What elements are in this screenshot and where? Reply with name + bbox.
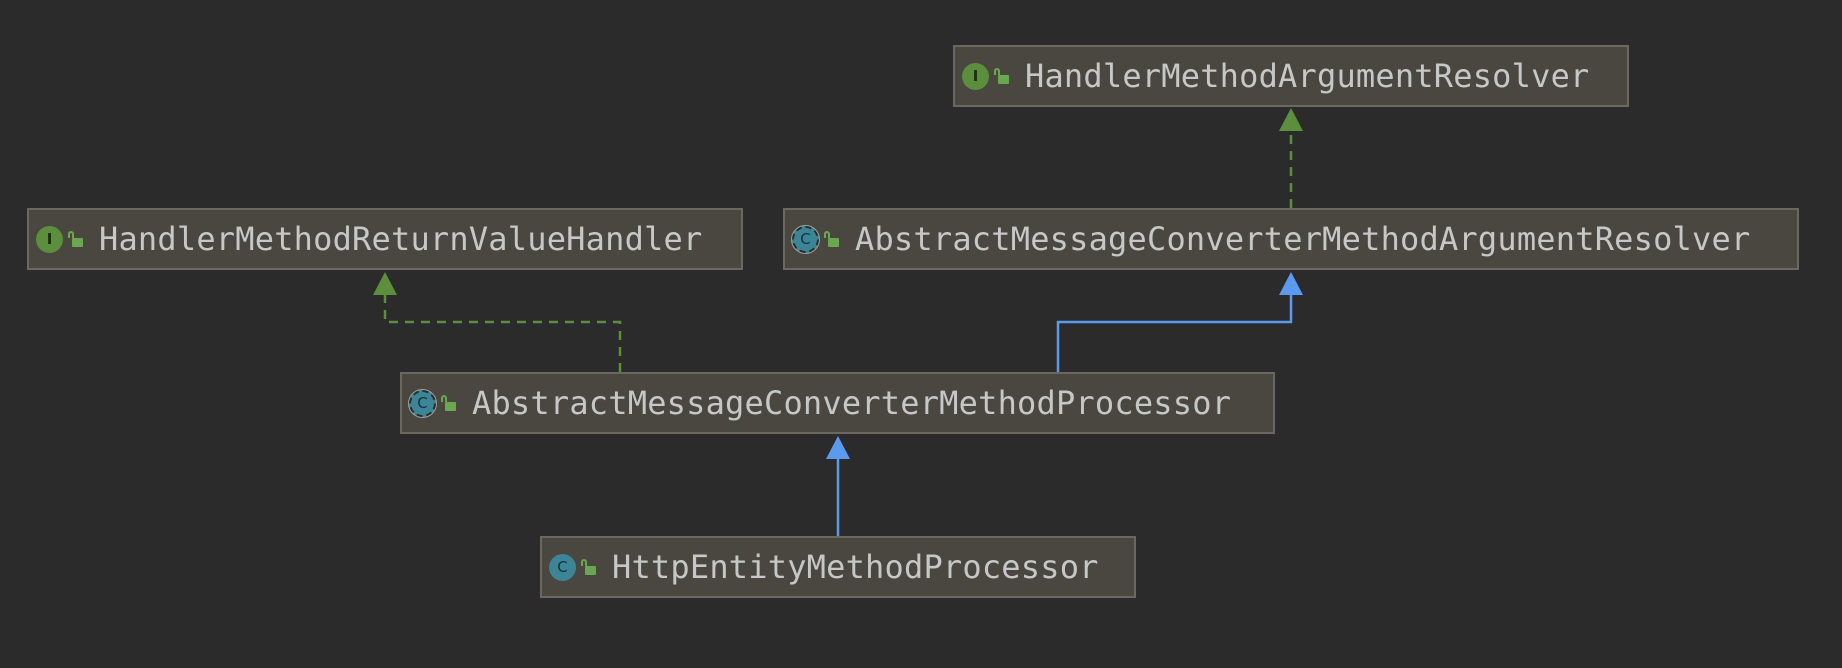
node-abstract-message-converter-method-processor[interactable]: C AbstractMessageConverterMethodProcesso…	[400, 372, 1275, 434]
node-http-entity-method-processor[interactable]: C HttpEntityMethodProcessor	[540, 536, 1136, 598]
node-handler-method-argument-resolver[interactable]: I HandlerMethodArgumentResolver	[953, 45, 1629, 107]
interface-icon: I	[36, 225, 63, 253]
public-unlocked-icon	[994, 68, 1010, 84]
node-label: HandlerMethodReturnValueHandler	[99, 220, 703, 258]
abstract-class-icon: C	[408, 388, 437, 418]
arrowhead-implements-argument-resolver	[1279, 108, 1303, 131]
edge-implements-return-value-handler	[383, 293, 622, 372]
node-label: AbstractMessageConverterMethodProcessor	[472, 384, 1232, 422]
arrowhead-extends-abstract-argument-resolver	[1279, 272, 1303, 295]
public-unlocked-icon	[68, 231, 84, 247]
arrowhead-extends-abstract-processor	[826, 436, 850, 459]
node-abstract-message-converter-method-argument-resolver[interactable]: C AbstractMessageConverterMethodArgument…	[783, 208, 1799, 270]
node-handler-method-return-value-handler[interactable]: I HandlerMethodReturnValueHandler	[27, 208, 743, 270]
edge-extends-abstract-argument-resolver	[1056, 293, 1293, 372]
public-unlocked-icon	[441, 395, 457, 411]
public-unlocked-icon	[824, 231, 840, 247]
node-label: HandlerMethodArgumentResolver	[1025, 57, 1590, 95]
public-unlocked-icon	[581, 559, 597, 575]
node-label: HttpEntityMethodProcessor	[612, 548, 1099, 586]
class-icon: C	[549, 553, 576, 581]
abstract-class-icon: C	[791, 224, 820, 254]
interface-icon: I	[962, 62, 989, 90]
arrowhead-implements-return-value-handler	[373, 272, 397, 295]
node-label: AbstractMessageConverterMethodArgumentRe…	[855, 220, 1751, 258]
